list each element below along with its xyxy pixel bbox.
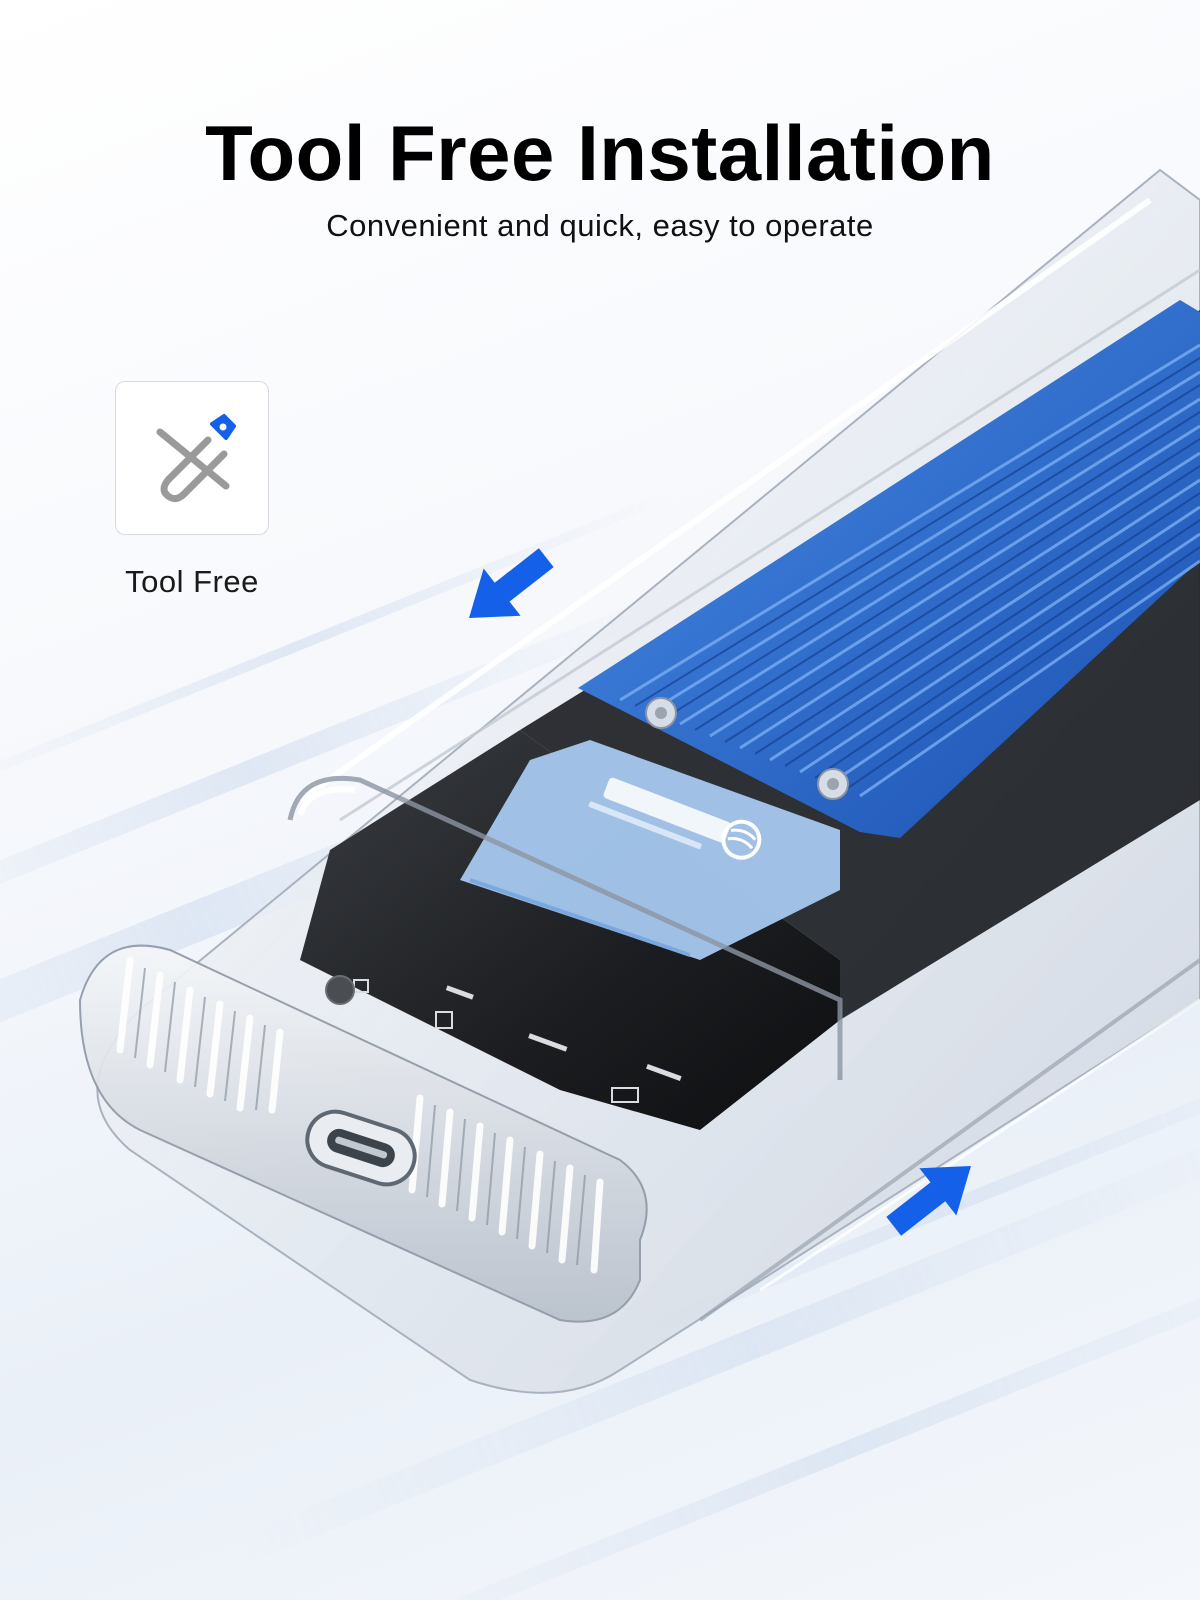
usb-c-port xyxy=(305,1109,417,1187)
circuit-board xyxy=(300,730,840,1130)
tool-free-screwdriver-crossed-icon xyxy=(156,414,236,503)
tool-free-label: Tool Free xyxy=(125,564,259,599)
page-subtitle: Convenient and quick, easy to operate xyxy=(326,208,874,243)
end-cap xyxy=(78,944,648,1323)
heatsink xyxy=(578,300,1200,838)
slide-in-arrow-icon xyxy=(469,548,554,619)
brand-logo xyxy=(588,777,762,860)
slide-out-arrow-icon xyxy=(886,1165,971,1236)
ssd-label xyxy=(460,740,840,960)
tool-free-icon-card xyxy=(115,381,269,535)
page-title: Tool Free Installation xyxy=(205,109,995,197)
pcb-markings xyxy=(353,979,682,1103)
